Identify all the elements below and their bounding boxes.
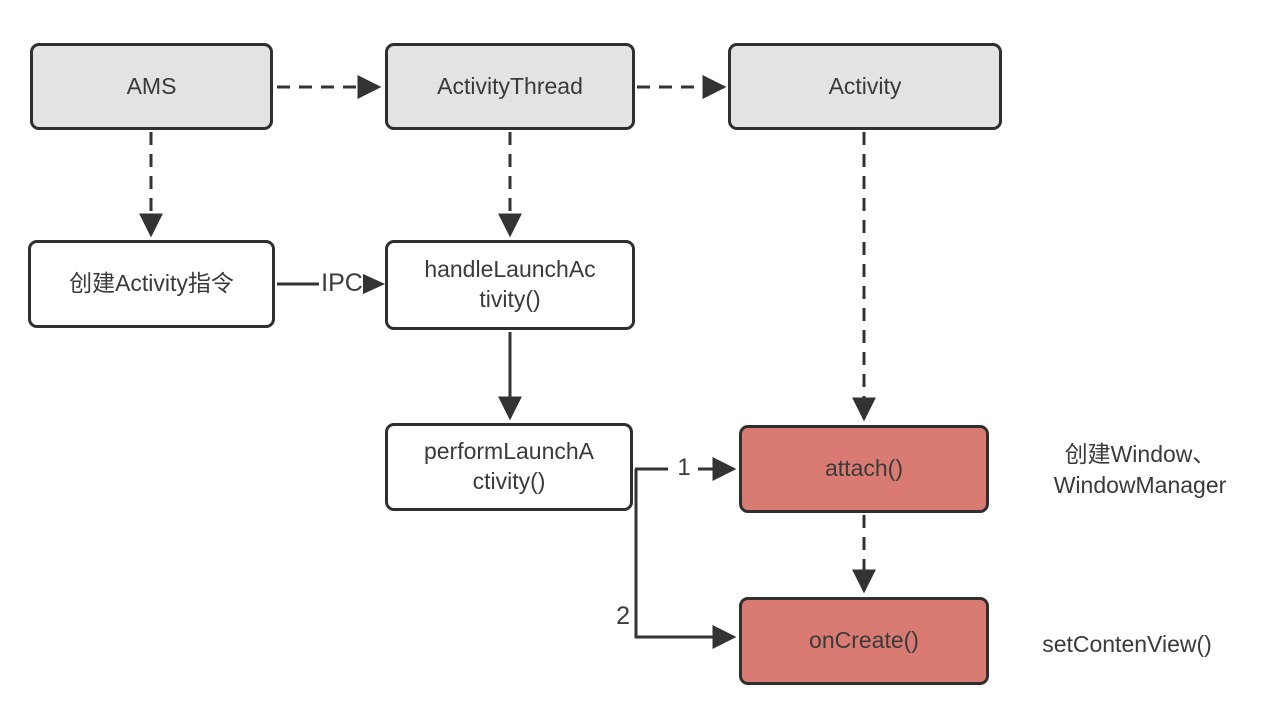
node-handle-launch-activity: handleLaunchAc tivity() xyxy=(385,240,635,330)
on-create-annotation: setContenView() xyxy=(1042,631,1212,657)
edge-performlaunch-to-oncreate xyxy=(634,469,737,649)
node-create-activity-command: 创建Activity指令 xyxy=(28,240,275,328)
node-on-create: onCreate() xyxy=(739,597,989,685)
step-2-edge-label: 2 xyxy=(602,604,630,629)
step-1-edge-label: 1 xyxy=(671,456,697,480)
node-activity-thread: ActivityThread xyxy=(385,43,635,130)
attach-annotation: 创建Window、 WindowManager xyxy=(1053,441,1227,499)
node-activity: Activity xyxy=(728,43,1002,130)
node-perform-launch-activity: performLaunchA ctivity() xyxy=(385,423,633,511)
node-attach: attach() xyxy=(739,425,989,513)
node-ams: AMS xyxy=(30,43,273,130)
ipc-arrowhead xyxy=(361,273,385,295)
ipc-edge-label: IPC xyxy=(321,269,363,297)
